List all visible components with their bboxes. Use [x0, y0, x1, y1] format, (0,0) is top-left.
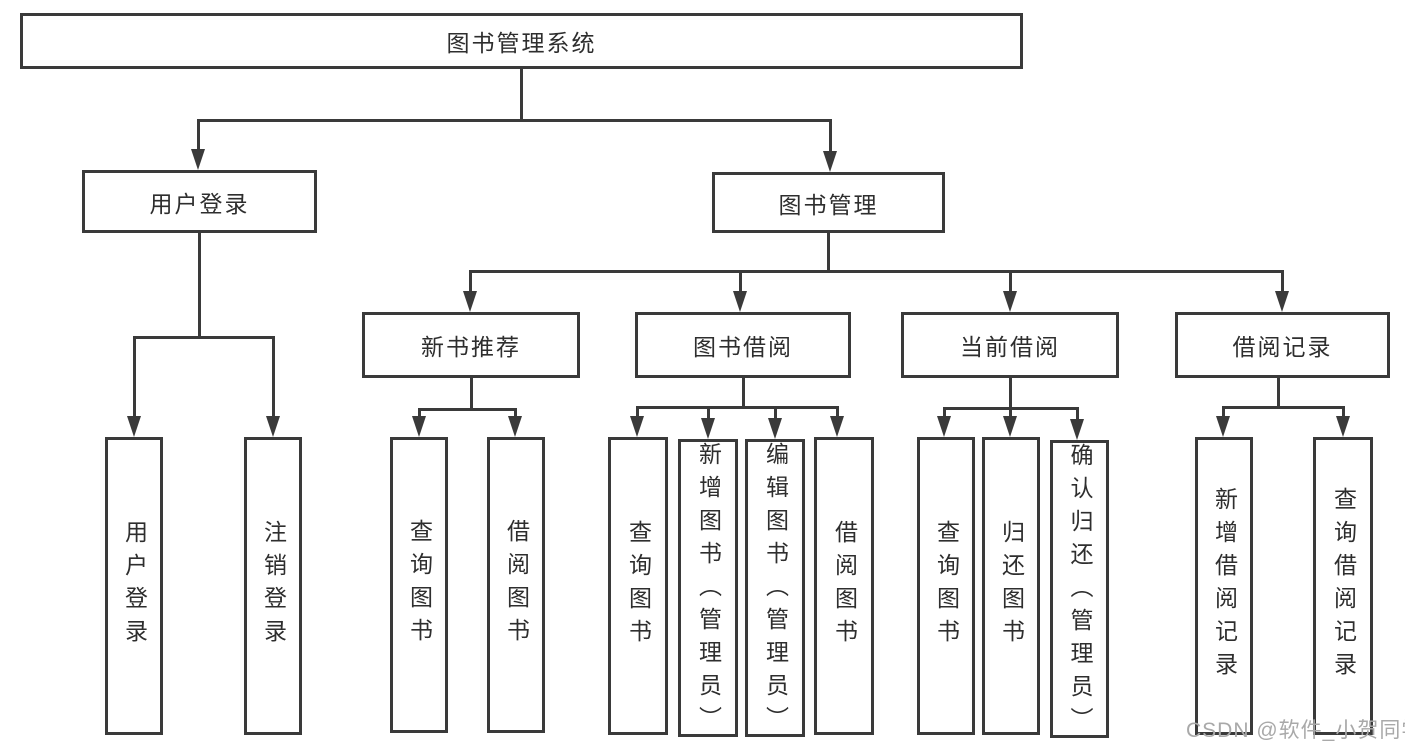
arrow-down-icon	[508, 416, 522, 437]
node-leaf-query-book-2: 查询图书	[608, 437, 668, 735]
node-book-borrow-label: 图书借阅	[693, 334, 793, 360]
arrow-down-icon	[1216, 416, 1230, 437]
node-leaf-query-borrow-record: 查询借阅记录	[1313, 437, 1373, 735]
node-current-borrow: 当前借阅	[901, 312, 1119, 378]
arrow-down-icon	[733, 291, 747, 312]
arrow-down-icon	[1003, 291, 1017, 312]
connector-group4-stem	[1277, 378, 1280, 409]
connector-leaf-line	[943, 407, 946, 419]
node-user-login-branch-label: 用户登录	[149, 190, 250, 217]
node-leaf-query-book-2-label: 查询图书	[625, 520, 652, 652]
node-new-book-recommend: 新书推荐	[362, 312, 580, 378]
node-leaf-add-book-admin: 新增图书（管理员）	[678, 439, 738, 739]
connector-group3-stem	[1009, 378, 1012, 410]
node-leaf-edit-book-admin-label: 编辑图书（管理员）	[762, 442, 789, 739]
node-leaf-edit-book-admin: 编辑图书（管理员）	[745, 439, 805, 739]
node-leaf-user-login-label: 用户登录	[121, 520, 148, 652]
connector-leaf-line	[636, 406, 639, 418]
connector-user-split	[133, 336, 275, 339]
connector-group1-split	[418, 408, 517, 411]
arrow-down-icon	[1070, 419, 1084, 440]
node-leaf-logout: 注销登录	[244, 437, 302, 735]
connector-group-line	[739, 270, 742, 293]
node-borrow-record-label: 借阅记录	[1232, 334, 1333, 360]
node-new-book-recommend-label: 新书推荐	[421, 334, 521, 360]
connector-group2-stem	[742, 378, 745, 409]
node-leaf-query-book-1-label: 查询图书	[406, 519, 433, 651]
node-leaf-confirm-return-admin: 确认归还（管理员）	[1050, 440, 1109, 740]
node-leaf-add-borrow-record: 新增借阅记录	[1195, 437, 1253, 735]
connector-leaf-line	[1222, 406, 1225, 418]
node-leaf-add-borrow-record-label: 新增借阅记录	[1211, 487, 1238, 685]
arrow-down-icon	[191, 149, 205, 170]
connector-leaf-line	[774, 406, 777, 418]
connector-user-branch	[197, 119, 200, 152]
node-book-management-label: 图书管理	[778, 191, 879, 218]
node-leaf-return-book: 归还图书	[982, 437, 1040, 735]
connector-leaf-line	[133, 336, 136, 420]
node-leaf-add-book-admin-label: 新增图书（管理员）	[695, 442, 722, 739]
arrow-down-icon	[1336, 416, 1350, 437]
connector-leaf-line	[1076, 407, 1079, 420]
arrow-down-icon	[127, 416, 141, 437]
node-leaf-query-book-3: 查询图书	[917, 437, 975, 735]
csdn-watermark: CSDN @软件_小贺同学	[1186, 719, 1405, 742]
node-leaf-user-login: 用户登录	[105, 437, 163, 735]
node-borrow-record: 借阅记录	[1175, 312, 1390, 378]
connector-group-line	[1009, 270, 1012, 293]
node-current-borrow-label: 当前借阅	[960, 334, 1060, 360]
connector-leaf-line	[514, 408, 517, 420]
arrow-down-icon	[701, 418, 715, 439]
connector-book-branch	[829, 119, 832, 154]
connector-book-stem	[827, 233, 830, 273]
connector-leaf-line	[1342, 406, 1345, 418]
connector-user-stem	[198, 233, 201, 339]
node-leaf-return-book-label: 归还图书	[998, 520, 1025, 652]
node-book-management: 图书管理	[712, 172, 945, 233]
node-root-label: 图书管理系统	[446, 30, 597, 56]
arrow-down-icon	[630, 416, 644, 437]
arrow-down-icon	[1275, 291, 1289, 312]
node-leaf-confirm-return-admin-label: 确认归还（管理员）	[1067, 443, 1093, 740]
arrow-down-icon	[830, 416, 844, 437]
arrow-down-icon	[463, 291, 477, 312]
connector-group2-split	[636, 406, 839, 409]
connector-group4-split	[1222, 406, 1344, 409]
node-root: 图书管理系统	[20, 13, 1023, 69]
arrow-down-icon	[768, 418, 782, 439]
connector-leaf-line	[272, 336, 275, 420]
connector-leaf-line	[418, 408, 421, 420]
node-leaf-borrow-book-1: 借阅图书	[487, 437, 545, 733]
arrow-down-icon	[823, 151, 837, 172]
arrow-down-icon	[937, 416, 951, 437]
connector-root-stem	[520, 69, 523, 122]
connector-leaf-line	[1009, 407, 1012, 419]
connector-group-line	[469, 270, 472, 293]
node-book-borrow: 图书借阅	[635, 312, 851, 378]
connector-group-line	[1281, 270, 1284, 293]
node-leaf-borrow-book-2: 借阅图书	[814, 437, 874, 735]
connector-leaf-line	[836, 406, 839, 418]
node-user-login-branch: 用户登录	[82, 170, 317, 233]
connector-leaf-line	[707, 406, 710, 418]
connector-root-split	[197, 119, 832, 122]
connector-group1-stem	[470, 378, 473, 411]
node-leaf-logout-label: 注销登录	[260, 520, 287, 652]
connector-book-split	[469, 270, 1284, 273]
arrow-down-icon	[266, 416, 280, 437]
node-leaf-query-book-3-label: 查询图书	[933, 520, 960, 652]
arrow-down-icon	[412, 416, 426, 437]
node-leaf-borrow-book-2-label: 借阅图书	[831, 520, 858, 652]
arrow-down-icon	[1003, 416, 1017, 437]
node-leaf-query-borrow-record-label: 查询借阅记录	[1330, 487, 1357, 685]
node-leaf-borrow-book-1-label: 借阅图书	[503, 519, 530, 651]
node-leaf-query-book-1: 查询图书	[390, 437, 448, 733]
